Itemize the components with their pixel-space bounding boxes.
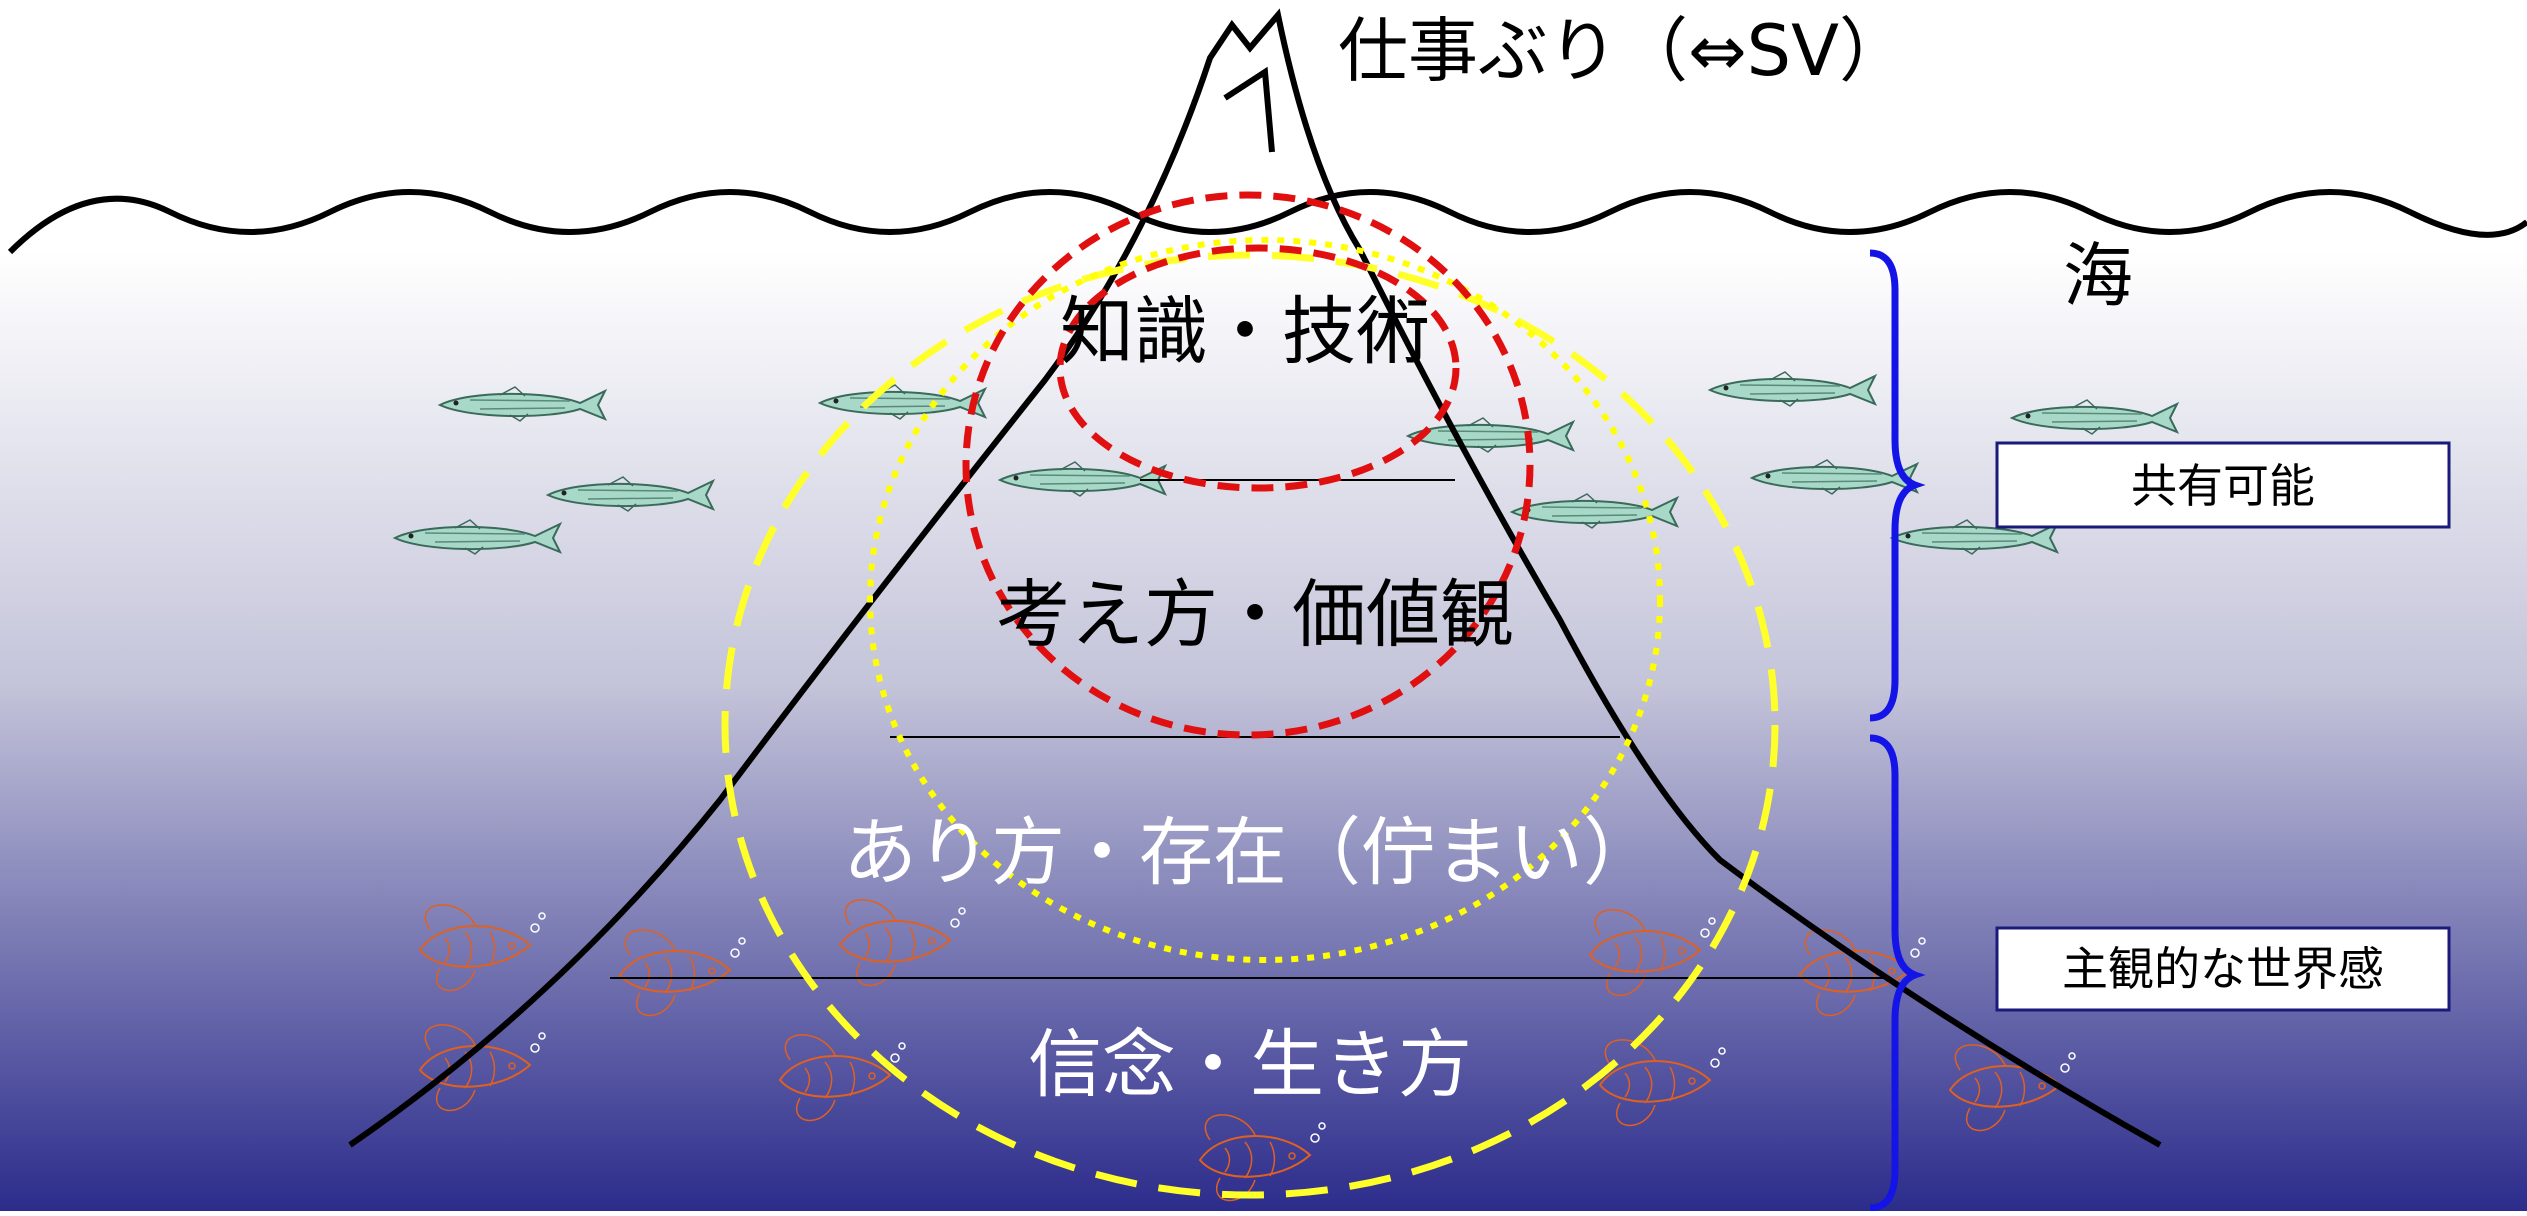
brace-lower [1869, 734, 1926, 1212]
yellow-dotted-ellipse [867, 237, 1663, 963]
brace-upper [1869, 249, 1926, 722]
red-dashed-ellipse-outer [962, 191, 1534, 739]
peak-label: 仕事ぶり（⇔SV） [1338, 10, 1909, 92]
layer-label-being: あり方・存在（佇まい） [843, 810, 1657, 896]
box-label-subjective: 主観的な世界感 [2062, 942, 2384, 996]
yellow-dashed-ellipse [721, 251, 1779, 1199]
layer-label-values: 考え方・価値観 [996, 572, 1514, 658]
mountain-crag [1223, 66, 1275, 153]
red-dashed-ellipse-inner [1056, 244, 1460, 492]
box-label-shared: 共有可能 [2131, 459, 2315, 513]
label-box-subjective [1995, 926, 2451, 1012]
sea-label: 海 [2063, 235, 2133, 317]
layer-label-knowledge: 知識・技術 [1060, 289, 1430, 375]
sea-surface-wave [7, 189, 2527, 255]
layer-label-beliefs: 信念・生き方 [1028, 1022, 1472, 1108]
label-box-shared [1995, 441, 2451, 529]
